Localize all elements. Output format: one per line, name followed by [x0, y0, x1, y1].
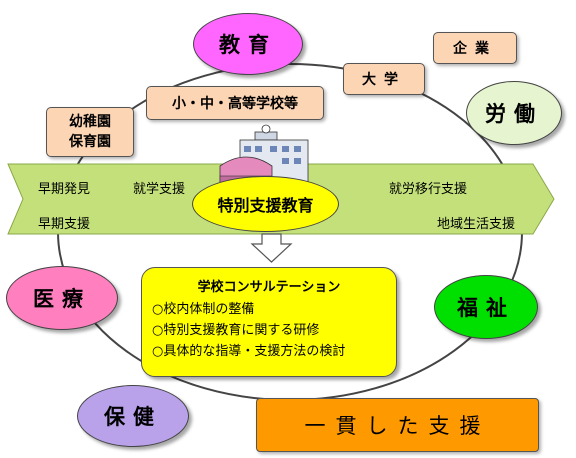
node-kigyo: 企業 — [433, 32, 517, 64]
label-soki-hakken: 早期発見 — [38, 182, 91, 197]
node-iryo: 医療 — [6, 266, 118, 330]
label-shuro-ikou: 就労移行支援 — [389, 182, 468, 197]
node-tokubetsu: 特別支援教育 — [192, 176, 339, 232]
node-ikkan: 一貫した支援 — [256, 398, 539, 452]
node-rodo: 労働 — [466, 81, 562, 145]
label-shugaku-shien: 就学支援 — [133, 182, 186, 197]
consultation-item-2: ○特別支援教育に関する研修 — [152, 323, 320, 338]
consultation-title: 学校コンサルテーション — [197, 280, 341, 295]
node-hoken: 保健 — [77, 385, 189, 447]
node-shochuko: 小・中・高等学校等 — [146, 86, 324, 120]
label-chiiki-seikatsu: 地域生活支援 — [437, 217, 516, 232]
consultation-item-3: ○具体的な指導・支援方法の検討 — [152, 344, 346, 359]
consultation-box: 学校コンサルテーション ○校内体制の整備 ○特別支援教育に関する研修 ○具体的な… — [141, 267, 397, 377]
node-kyoiku: 教育 — [193, 13, 303, 75]
node-yochien-line1: 幼稚園 — [69, 114, 111, 130]
down-arrow — [250, 233, 293, 263]
node-yochien-line2: 保育園 — [69, 134, 111, 150]
label-soki-shien: 早期支援 — [38, 217, 91, 232]
node-daigaku: 大学 — [343, 63, 425, 95]
node-yochien: 幼稚園 保育園 — [46, 107, 134, 157]
consultation-item-1: ○校内体制の整備 — [152, 302, 255, 317]
node-fukushi: 福祉 — [434, 275, 538, 339]
